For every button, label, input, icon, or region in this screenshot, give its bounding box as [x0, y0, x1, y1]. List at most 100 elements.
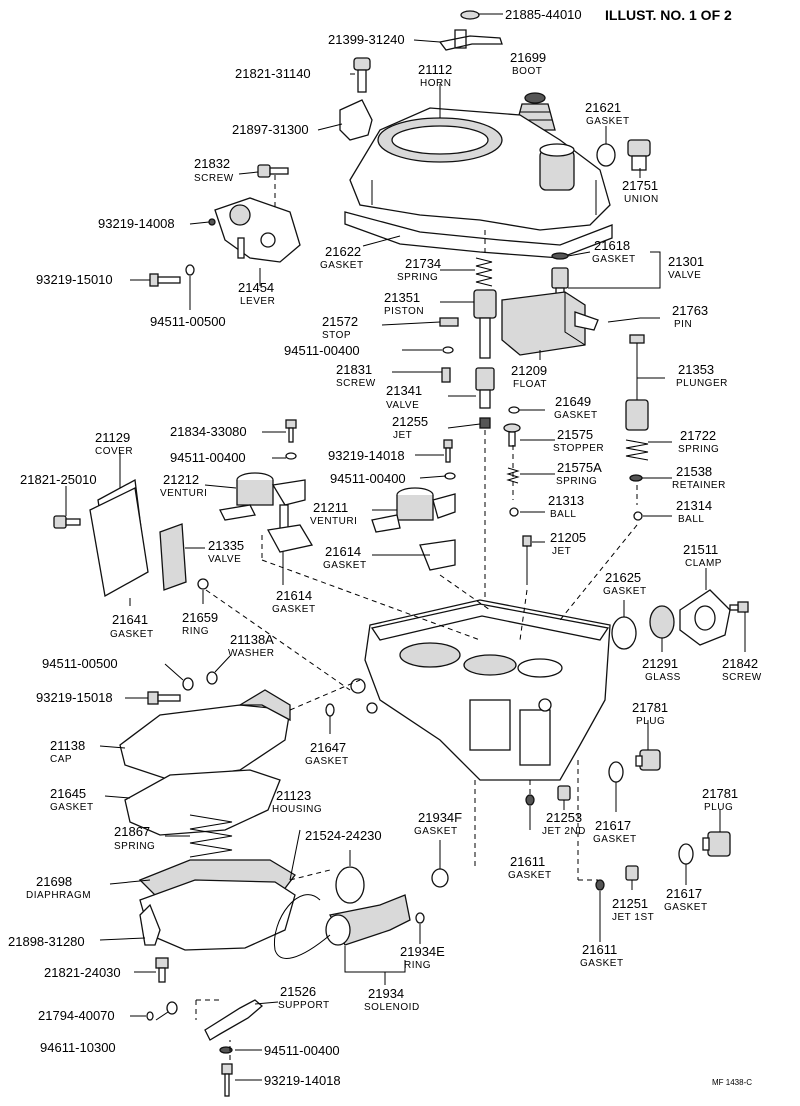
- svg-text:PLUG: PLUG: [636, 716, 665, 727]
- part-21112-horn: [349, 107, 611, 231]
- svg-text:21526: 21526: [280, 984, 316, 999]
- svg-text:SCREW: SCREW: [336, 378, 376, 389]
- svg-text:SPRING: SPRING: [678, 444, 719, 455]
- svg-text:21722: 21722: [680, 428, 716, 443]
- svg-text:94511-00400: 94511-00400: [284, 343, 360, 358]
- svg-text:HOUSING: HOUSING: [272, 804, 322, 815]
- part-21617-gasket-b: [678, 843, 694, 865]
- svg-text:VALVE: VALVE: [668, 270, 701, 281]
- svg-text:GASKET: GASKET: [508, 870, 552, 881]
- svg-text:RING: RING: [182, 626, 209, 637]
- part-21898-31280-bracket: [139, 903, 161, 946]
- svg-text:21209: 21209: [511, 363, 547, 378]
- label-21898-31280: 21898-31280: [8, 934, 85, 949]
- part-21454-lever: [214, 197, 301, 263]
- part-21614-gasket-b: [419, 539, 456, 571]
- part-94511-00400-washer-d: [219, 1046, 233, 1054]
- svg-text:21659: 21659: [182, 610, 218, 625]
- svg-text:GASKET: GASKET: [305, 756, 349, 767]
- label-94511-00500: 94511-00500: [150, 314, 226, 329]
- svg-text:SCREW: SCREW: [722, 672, 762, 683]
- svg-text:21821-25010: 21821-25010: [20, 472, 97, 487]
- svg-text:COVER: COVER: [95, 446, 133, 457]
- part-21794-40070-washer: [146, 1011, 154, 1021]
- assembly-lines: [195, 175, 638, 1060]
- svg-text:GASKET: GASKET: [603, 586, 647, 597]
- part-21138a-washer: [206, 671, 218, 685]
- svg-text:GASKET: GASKET: [50, 802, 94, 813]
- part-21614-gasket-a: [266, 524, 314, 553]
- svg-text:BALL: BALL: [550, 509, 576, 520]
- svg-text:21255: 21255: [392, 414, 428, 429]
- label-94511-00400-a: 94511-00400: [284, 343, 360, 358]
- svg-text:21763: 21763: [672, 303, 708, 318]
- part-21645-gasket: [124, 769, 281, 836]
- svg-text:SPRING: SPRING: [397, 272, 438, 283]
- svg-text:21335: 21335: [208, 538, 244, 553]
- svg-text:21138: 21138: [50, 738, 85, 753]
- svg-text:21821-24030: 21821-24030: [44, 965, 121, 980]
- label-21821-24030: 21821-24030: [44, 965, 121, 980]
- label-21885-44010: 21885-44010: [505, 7, 582, 22]
- label-21399-31240: 21399-31240: [328, 32, 405, 47]
- svg-text:93219-14018: 93219-14018: [328, 448, 405, 463]
- svg-text:21511: 21511: [683, 542, 718, 557]
- svg-text:21212: 21212: [163, 472, 199, 487]
- label-93219-14008: 93219-14008: [98, 216, 175, 231]
- svg-text:GLASS: GLASS: [645, 672, 681, 683]
- svg-text:21751: 21751: [622, 178, 658, 193]
- part-94511-00400-washer-c: [444, 472, 456, 480]
- svg-text:21538: 21538: [676, 464, 712, 479]
- svg-text:21351: 21351: [384, 290, 420, 305]
- svg-text:GASKET: GASKET: [593, 834, 637, 845]
- svg-text:JET: JET: [552, 546, 571, 557]
- svg-text:21934: 21934: [368, 986, 404, 1001]
- svg-text:21617: 21617: [666, 886, 702, 901]
- svg-text:CAP: CAP: [50, 754, 72, 765]
- svg-text:21934F: 21934F: [418, 810, 462, 825]
- leader-lines: [65, 13, 746, 1081]
- part-21722-spring: [625, 439, 649, 461]
- label-21897-31300: 21897-31300: [232, 122, 309, 137]
- svg-text:21934E: 21934E: [400, 944, 445, 959]
- svg-text:21821-31140: 21821-31140: [235, 66, 311, 81]
- part-93219-15010-screw: [149, 273, 181, 287]
- part-21353-plunger: [625, 334, 649, 431]
- label-21794-40070: 21794-40070: [38, 1008, 115, 1023]
- part-21351-piston: [473, 289, 497, 359]
- svg-text:VALVE: VALVE: [386, 400, 419, 411]
- svg-text:JET 1ST: JET 1ST: [612, 912, 654, 923]
- svg-text:21129: 21129: [95, 430, 130, 445]
- svg-text:21614: 21614: [276, 588, 312, 603]
- svg-text:21138A: 21138A: [230, 632, 274, 647]
- svg-text:GASKET: GASKET: [554, 410, 598, 421]
- svg-text:GASKET: GASKET: [110, 629, 154, 640]
- part-93219-14018-screw-b: [221, 1063, 233, 1097]
- svg-text:21251: 21251: [612, 896, 648, 911]
- svg-text:BALL: BALL: [678, 514, 704, 525]
- part-21617-gasket-a: [608, 761, 624, 783]
